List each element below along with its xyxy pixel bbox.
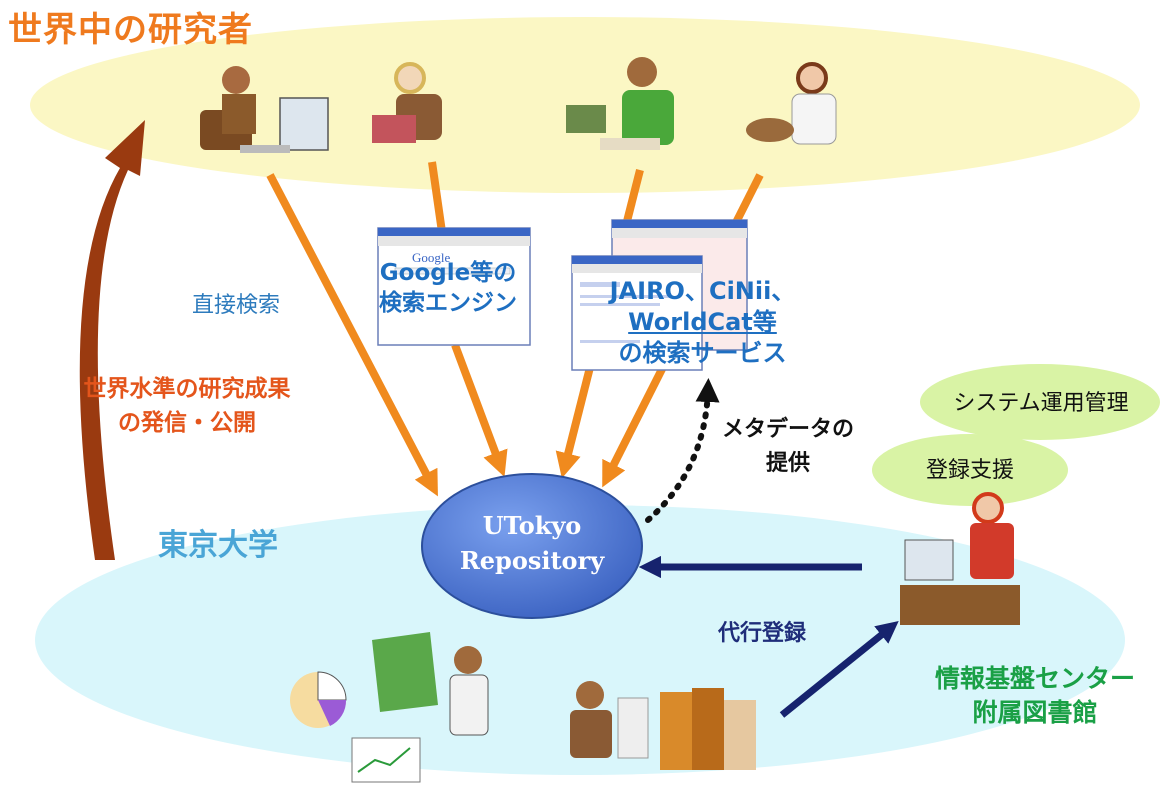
librarian-figure: [900, 492, 1020, 625]
presenter-figure: [372, 632, 489, 736]
repository-label-line2: Repository: [459, 546, 605, 575]
google-browser-window: Google: [377, 227, 531, 346]
proxy-registration-label: 代行登録: [718, 621, 807, 646]
proxy-registration-arrow: [779, 620, 899, 718]
library-label-line2: 附属図書館: [972, 698, 1098, 727]
services-label-line3: の検索サービス: [618, 339, 787, 367]
google-label-line2: 検索エンジン: [379, 290, 517, 316]
search-services-label: JAIRO、CiNii、 WorldCat等 の検索サービス: [600, 276, 805, 369]
world-researchers-title: 世界中の研究者: [8, 10, 253, 50]
repository-label: UTokyo Repository: [432, 508, 632, 578]
student-books-figure: [570, 681, 756, 770]
repository-node: [421, 473, 643, 619]
metadata-provision-label: メタデータの 提供: [713, 413, 863, 481]
publish-label-line2: の発信・公開: [118, 410, 256, 436]
researcher-green-figure: [566, 57, 674, 150]
researcher-woman-figure: [746, 62, 837, 145]
system-management-label: システム運用管理: [953, 391, 1129, 416]
registration-support-label: 登録支援: [925, 458, 1014, 483]
direct-search-arrow: [266, 173, 438, 497]
publish-curved-arrow: [79, 120, 145, 560]
google-search-engine-label: Google等の 検索エンジン: [364, 258, 532, 318]
direct-search-label: 直接検索: [192, 293, 281, 318]
pie-chart-figure: [290, 671, 421, 783]
metadata-label-line2: 提供: [765, 451, 810, 476]
google-top-arrow: [428, 161, 446, 233]
system-management-cloud: [920, 364, 1160, 440]
metadata-dotted-arrow: [645, 378, 720, 523]
library-label-line1: 情報基盤センター: [934, 664, 1135, 693]
researcher-computer-figure: [200, 66, 329, 153]
researcher-reading-figure: [372, 62, 442, 143]
svg-text:Google: Google: [412, 250, 451, 265]
services-label-line2: WorldCat等: [628, 308, 777, 336]
google-bottom-arrow: [451, 343, 508, 477]
repository-label-line1: UTokyo: [482, 511, 582, 540]
library-label: 情報基盤センター 附属図書館: [915, 662, 1155, 730]
publish-results-label: 世界水準の研究成果 の発信・公開: [62, 372, 312, 440]
google-label-line1: Google等の: [379, 260, 517, 286]
services-label-line1: JAIRO、CiNii、: [609, 277, 796, 305]
metadata-label-line1: メタデータの: [721, 417, 854, 442]
registration-support-cloud: [872, 434, 1068, 506]
cinii-browser-window: [571, 255, 703, 371]
tokyo-univ-title: 東京大学: [158, 528, 278, 563]
publish-label-line1: 世界水準の研究成果: [83, 376, 291, 402]
